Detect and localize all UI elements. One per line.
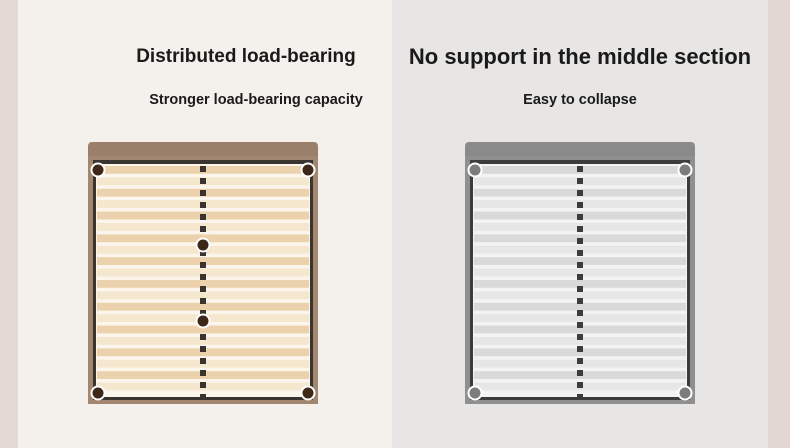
center-beam-segment <box>577 262 583 268</box>
center-beam-segment <box>200 286 206 292</box>
slat <box>97 291 309 300</box>
bed-frame-drawing <box>88 142 318 404</box>
center-beam-segment <box>577 310 583 316</box>
left-panel-subtitle: Stronger load-bearing capacity <box>149 92 363 108</box>
right-background-strip <box>768 0 790 448</box>
right-panel-subtitle: Easy to collapse <box>523 92 637 108</box>
center-beam-segment <box>577 394 583 400</box>
slat <box>474 245 686 254</box>
support-leg-node <box>90 162 106 178</box>
center-beam-segment <box>200 358 206 364</box>
center-beam-segment <box>577 190 583 196</box>
center-beam-segment <box>200 214 206 220</box>
slat <box>474 268 686 277</box>
center-beam-segment <box>200 394 206 400</box>
center-beam-segment <box>577 226 583 232</box>
center-beam-segment <box>577 382 583 388</box>
center-beam-segment <box>200 334 206 340</box>
right-panel-title: No support in the middle section <box>408 44 752 69</box>
center-beam-segment <box>200 370 206 376</box>
center-beam-segment <box>200 382 206 388</box>
slat <box>474 325 686 334</box>
support-leg-node <box>467 385 483 401</box>
support-leg-node <box>467 162 483 178</box>
slat <box>97 302 309 311</box>
center-beam-segment <box>200 166 206 172</box>
support-leg-node <box>677 385 693 401</box>
center-beam-segment <box>200 298 206 304</box>
center-beam-segment <box>577 322 583 328</box>
center-beam-segment <box>200 310 206 316</box>
center-beam-segment <box>200 250 206 256</box>
support-leg-node <box>300 385 316 401</box>
center-beam-segment <box>577 286 583 292</box>
center-beam-segment <box>577 250 583 256</box>
center-beam-segment <box>200 274 206 280</box>
slat <box>97 257 309 265</box>
slat <box>97 268 309 277</box>
center-beam-segment <box>577 358 583 364</box>
support-leg-node <box>195 313 211 329</box>
bed-frame-drawing <box>465 142 695 404</box>
headboard <box>465 142 695 160</box>
slat <box>474 314 686 322</box>
center-beam-segment <box>577 178 583 184</box>
center-beam-segment <box>577 238 583 244</box>
slat <box>97 325 309 334</box>
unsupported-bed-frame-illustration <box>464 142 696 406</box>
center-beam-segment <box>577 298 583 304</box>
slat <box>97 337 309 345</box>
supported-bed-frame-illustration <box>87 142 319 406</box>
slat <box>474 302 686 311</box>
center-beam-segment <box>577 214 583 220</box>
slat <box>474 348 686 357</box>
center-beam-segment <box>200 346 206 352</box>
slat <box>97 348 309 357</box>
headboard <box>88 142 318 160</box>
slat <box>474 291 686 300</box>
center-beam-segment <box>200 262 206 268</box>
center-beam-segment <box>200 178 206 184</box>
slat <box>474 337 686 345</box>
center-beam-segment <box>200 226 206 232</box>
left-panel-title: Distributed load-bearing <box>136 46 356 67</box>
center-beam-segment <box>577 202 583 208</box>
slat <box>97 280 309 288</box>
center-beam-segment <box>200 202 206 208</box>
center-beam-segment <box>577 334 583 340</box>
support-leg-node <box>195 237 211 253</box>
center-beam-segment <box>577 346 583 352</box>
left-background-strip <box>0 0 18 448</box>
center-beam-segment <box>577 166 583 172</box>
slat <box>474 257 686 265</box>
support-leg-node <box>90 385 106 401</box>
support-leg-node <box>300 162 316 178</box>
support-leg-node <box>677 162 693 178</box>
center-beam-segment <box>577 274 583 280</box>
center-beam-segment <box>577 370 583 376</box>
slat <box>474 280 686 288</box>
center-beam-segment <box>200 190 206 196</box>
